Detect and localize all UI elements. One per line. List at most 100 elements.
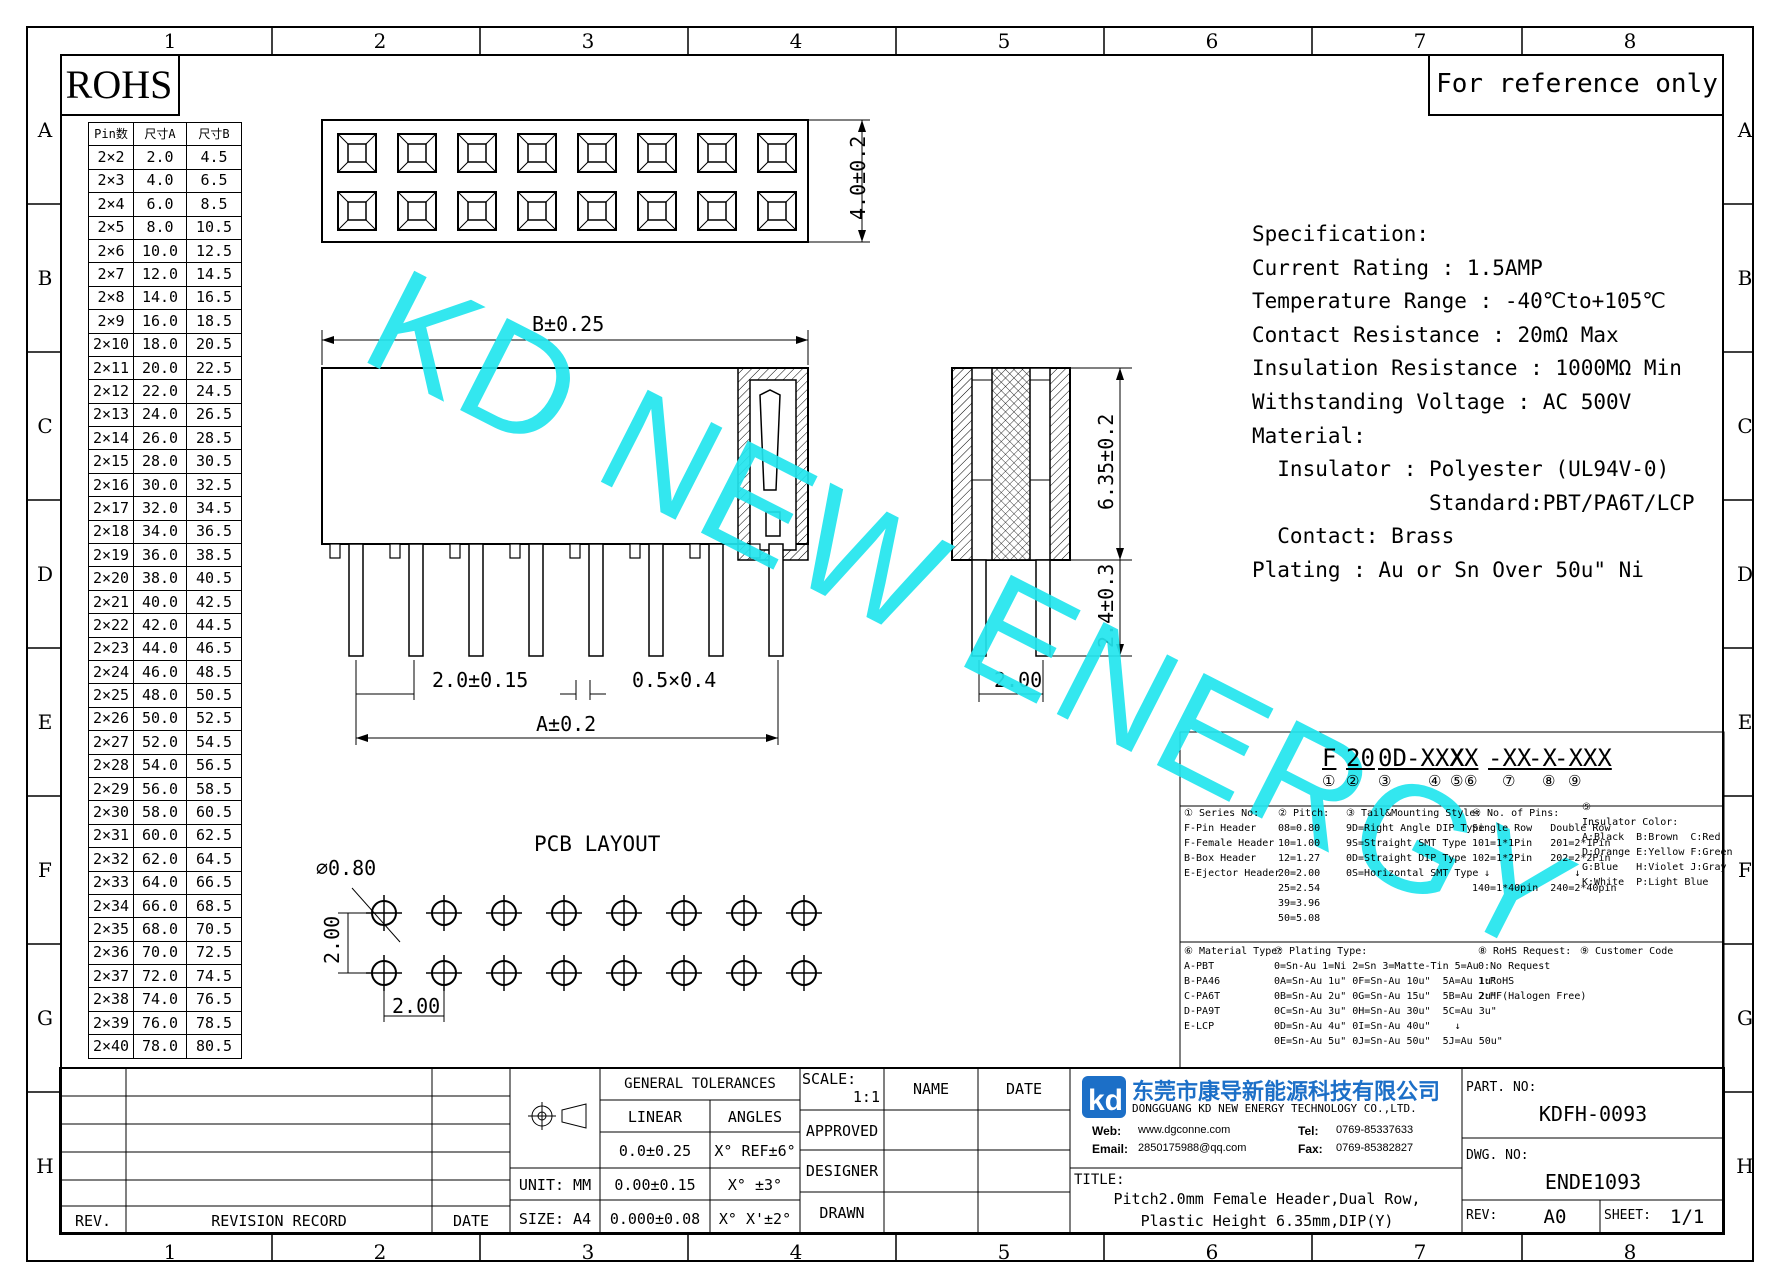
table-cell: 2×2	[88, 145, 134, 170]
tolerance-cell: 0.00±0.15	[614, 1176, 696, 1194]
socket-hole	[407, 143, 427, 163]
table-cell: 40.5	[186, 566, 242, 591]
socket-outline	[457, 133, 497, 173]
table-cell: 14.5	[186, 262, 242, 287]
socket-chamfer	[757, 161, 769, 173]
general-tolerances: GENERAL TOLERANCES	[624, 1076, 776, 1092]
table-cell: 2×37	[88, 964, 134, 989]
socket-chamfer	[637, 219, 649, 231]
socket-hole	[347, 201, 367, 221]
table-cell: 2×5	[88, 215, 134, 240]
column-label: 8	[1623, 29, 1637, 53]
socket-outline	[697, 191, 737, 231]
socket-chamfer	[397, 219, 409, 231]
part-code-index: ①	[1322, 772, 1336, 790]
socket-chamfer	[485, 161, 497, 173]
socket-hole	[587, 143, 607, 163]
front-view	[321, 330, 809, 657]
title-label: TITLE:	[1074, 1172, 1125, 1188]
socket-chamfer	[365, 161, 377, 173]
company-logo-icon: kd	[1082, 1076, 1126, 1118]
socket-chamfer	[517, 219, 529, 231]
pin-tail	[408, 543, 424, 657]
pin-tail	[648, 543, 664, 657]
table-cell: 60.0	[133, 823, 187, 849]
row-label: D	[36, 562, 54, 586]
part-code-segment: F	[1322, 744, 1337, 772]
row-label: H	[36, 1154, 54, 1178]
table-cell: 16.0	[133, 309, 187, 334]
table-cell: 6.0	[133, 192, 187, 217]
drawn-label: DRAWN	[819, 1204, 865, 1222]
dim-plastic-height: 6.35±0.2	[1094, 413, 1118, 510]
part-code-index: ⑧	[1542, 772, 1556, 790]
table-cell: 56.5	[186, 753, 242, 778]
socket-chamfer	[757, 219, 769, 231]
socket-outline	[517, 191, 557, 231]
pin-table-header: 尺寸B	[186, 121, 242, 147]
part-code-segment: X	[1450, 744, 1465, 772]
column-label: 4	[789, 29, 803, 53]
size-label: SIZE: A4	[518, 1210, 592, 1228]
tolerance-cell: X° REF±6°	[714, 1142, 796, 1160]
socket-chamfer	[337, 161, 349, 173]
socket-chamfer	[665, 191, 677, 203]
legend-color: ⑤ Insulator Color: A:Black B:Brown C:Red…	[1582, 802, 1733, 888]
table-cell: 24.0	[133, 402, 187, 428]
column-label: 3	[581, 1240, 595, 1264]
email-value: 2850175988@qq.com	[1138, 1142, 1247, 1154]
table-cell: 2×12	[88, 379, 134, 404]
tolerance-cell: 0.0±0.25	[618, 1142, 692, 1160]
socket-chamfer	[637, 133, 649, 145]
table-cell: 2×31	[88, 823, 134, 849]
linear-header: LINEAR	[627, 1108, 683, 1126]
socket-chamfer	[697, 191, 709, 203]
web-label: Web:	[1092, 1124, 1122, 1138]
dim-pitch: 2.0±0.15	[432, 668, 529, 692]
table-cell: 2×22	[88, 613, 134, 638]
table-cell: 2×19	[88, 543, 134, 568]
table-cell: 2×14	[88, 426, 134, 451]
column-label: 3	[581, 29, 595, 53]
table-cell: 2×39	[88, 1010, 134, 1036]
part-code-index: ⑦	[1502, 772, 1516, 790]
table-cell: 34.0	[133, 519, 187, 545]
tolerance-cell: X° ±3°	[727, 1176, 783, 1194]
table-cell: 4.5	[186, 145, 242, 170]
socket-chamfer	[785, 133, 797, 145]
standoff	[449, 543, 461, 559]
socket-chamfer	[577, 161, 589, 173]
socket-chamfer	[605, 191, 617, 203]
row-label: E	[1737, 710, 1753, 734]
table-cell: 80.5	[186, 1034, 242, 1059]
socket-chamfer	[577, 191, 589, 203]
table-cell: 74.0	[133, 987, 187, 1012]
table-cell: 2×6	[88, 238, 134, 264]
socket-chamfer	[725, 219, 737, 231]
table-cell: 60.5	[186, 800, 242, 825]
table-cell: 2×23	[88, 636, 134, 661]
table-cell: 2×3	[88, 168, 134, 194]
socket-outline	[757, 191, 797, 231]
rev-header: REV.	[74, 1212, 112, 1230]
part-code-segment: -XXX	[1406, 744, 1464, 772]
pin-tail	[768, 543, 784, 657]
socket-chamfer	[485, 219, 497, 231]
table-cell: 58.5	[186, 776, 242, 802]
row-label: C	[1737, 414, 1753, 438]
table-cell: 76.0	[133, 1010, 187, 1036]
column-label: 1	[163, 29, 177, 53]
